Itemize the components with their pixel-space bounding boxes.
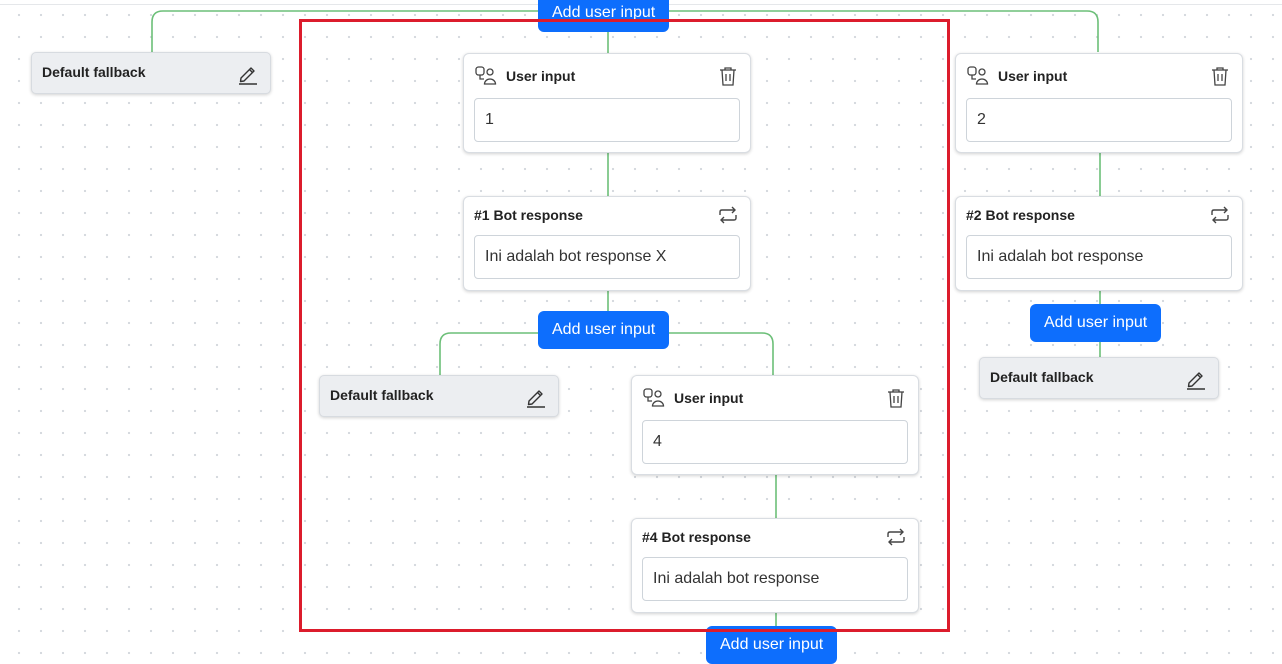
bot-response-node-2: #2 Bot response <box>955 196 1243 291</box>
trash-icon[interactable] <box>716 64 740 88</box>
user-input-node-2: User input <box>955 53 1243 153</box>
add-user-input-button[interactable]: Add user input <box>706 626 838 664</box>
user-input-field[interactable] <box>642 420 908 464</box>
pencil-icon[interactable] <box>236 62 260 86</box>
node-title: User input <box>674 390 744 406</box>
node-header: User input <box>966 64 1232 88</box>
node-header: #2 Bot response <box>966 203 1232 227</box>
bot-response-node-4: #4 Bot response <box>631 518 919 613</box>
user-input-node-1: User input <box>463 53 751 153</box>
user-input-field[interactable] <box>474 98 740 142</box>
repeat-icon[interactable] <box>716 203 740 227</box>
user-input-node-4: User input <box>631 375 919 475</box>
node-header: User input <box>642 386 908 410</box>
pencil-icon[interactable] <box>1184 367 1208 391</box>
node-title: User input <box>506 68 576 84</box>
node-title: User input <box>998 68 1068 84</box>
fallback-label: Default fallback <box>990 369 1094 385</box>
user-input-icon <box>966 64 990 88</box>
fallback-label: Default fallback <box>42 64 146 80</box>
user-input-field[interactable] <box>966 98 1232 142</box>
node-title: #1 Bot response <box>474 207 583 223</box>
pencil-icon[interactable] <box>524 385 548 409</box>
node-header: User input <box>474 64 740 88</box>
user-input-icon <box>642 386 666 410</box>
default-fallback-node[interactable]: Default fallback <box>979 357 1219 399</box>
node-header: #4 Bot response <box>642 525 908 549</box>
user-input-icon <box>474 64 498 88</box>
repeat-icon[interactable] <box>1208 203 1232 227</box>
add-user-input-button[interactable]: Add user input <box>1030 304 1162 342</box>
default-fallback-node[interactable]: Default fallback <box>319 375 559 417</box>
fallback-label: Default fallback <box>330 387 434 403</box>
bot-response-field[interactable] <box>966 235 1232 279</box>
node-title: #2 Bot response <box>966 207 1075 223</box>
bot-response-field[interactable] <box>474 235 740 279</box>
bot-response-node-1: #1 Bot response <box>463 196 751 291</box>
add-user-input-button[interactable]: Add user input <box>538 0 670 32</box>
bot-response-field[interactable] <box>642 557 908 601</box>
node-title: #4 Bot response <box>642 529 751 545</box>
default-fallback-node[interactable]: Default fallback <box>31 52 271 94</box>
add-user-input-button[interactable]: Add user input <box>538 311 670 349</box>
trash-icon[interactable] <box>1208 64 1232 88</box>
trash-icon[interactable] <box>884 386 908 410</box>
repeat-icon[interactable] <box>884 525 908 549</box>
node-header: #1 Bot response <box>474 203 740 227</box>
